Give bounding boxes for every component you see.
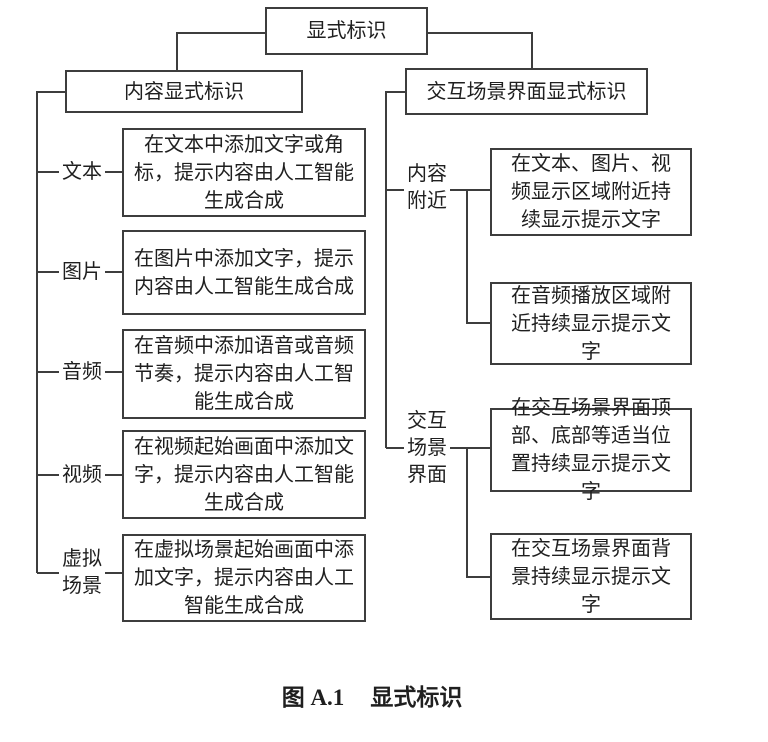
node-explicit-label-root: 显式标识 — [265, 7, 428, 55]
node-text-desc-text: 在文本中添加文字或角标，提示内容由人工智能生成合成 — [134, 133, 354, 212]
node-image-desc-text: 在图片中添加文字，提示内容由人工智能生成合成 — [134, 247, 354, 298]
node-audio-desc-text: 在音频中添加语音或音频节奏，提示内容由人工智能生成合成 — [134, 335, 354, 413]
node-virtual-scene-desc-text: 在虚拟场景起始画面中添加文字，提示内容由人工智能生成合成 — [134, 539, 354, 617]
figure-caption-number: 图 A.1 — [281, 685, 345, 710]
node-near-content-desc-2: 在音频播放区域附近持续显示提示文字 — [490, 282, 692, 365]
figure-caption-title: 显式标识 — [370, 685, 463, 710]
node-image-desc: 在图片中添加文字，提示内容由人工智能生成合成 — [122, 230, 366, 315]
branch-label-audio: 音频 — [62, 360, 102, 383]
branch-label-interactive-ui: 交互场景界面 — [407, 410, 447, 486]
branch-label-virtual-scene: 虚拟场景 — [62, 548, 102, 597]
node-content-explicit-label: 内容显式标识 — [65, 70, 303, 113]
node-virtual-scene-desc: 在虚拟场景起始画面中添加文字，提示内容由人工智能生成合成 — [122, 534, 366, 622]
branch-label-video: 视频 — [62, 463, 102, 486]
node-interactive-ui-explicit-label-text: 交互场景界面显式标识 — [426, 80, 627, 103]
node-interactive-ui-desc-2-text: 在交互场景界面背景持续显示提示文字 — [511, 537, 671, 616]
node-near-content-desc-1-text: 在文本、图片、视频显示区域附近持续显示提示文字 — [511, 153, 671, 231]
branch-label-text: 文本 — [62, 160, 102, 183]
node-text-desc: 在文本中添加文字或角标，提示内容由人工智能生成合成 — [122, 128, 366, 217]
figure-caption: 图 A.1 显式标识 — [0, 681, 744, 715]
node-near-content-desc-1: 在文本、图片、视频显示区域附近持续显示提示文字 — [490, 148, 692, 236]
node-near-content-desc-2-text: 在音频播放区域附近持续显示提示文字 — [511, 284, 671, 363]
node-interactive-ui-desc-1: 在交互场景界面顶部、底部等适当位置持续显示提示文字 — [490, 397, 692, 503]
node-video-desc: 在视频起始画面中添加文字，提示内容由人工智能生成合成 — [122, 430, 366, 519]
node-interactive-ui-explicit-label: 交互场景界面显式标识 — [405, 68, 648, 115]
node-interactive-ui-desc-2: 在交互场景界面背景持续显示提示文字 — [490, 533, 692, 620]
node-video-desc-text: 在视频起始画面中添加文字，提示内容由人工智能生成合成 — [134, 435, 354, 514]
node-interactive-ui-desc-1-text: 在交互场景界面顶部、底部等适当位置持续显示提示文字 — [511, 397, 671, 503]
node-audio-desc: 在音频中添加语音或音频节奏，提示内容由人工智能生成合成 — [122, 329, 366, 419]
node-content-explicit-label-text: 内容显式标识 — [124, 80, 244, 103]
branch-label-near-content: 内容附近 — [407, 163, 447, 212]
branch-label-image: 图片 — [62, 260, 102, 283]
node-explicit-label-root-text: 显式标识 — [306, 20, 387, 42]
